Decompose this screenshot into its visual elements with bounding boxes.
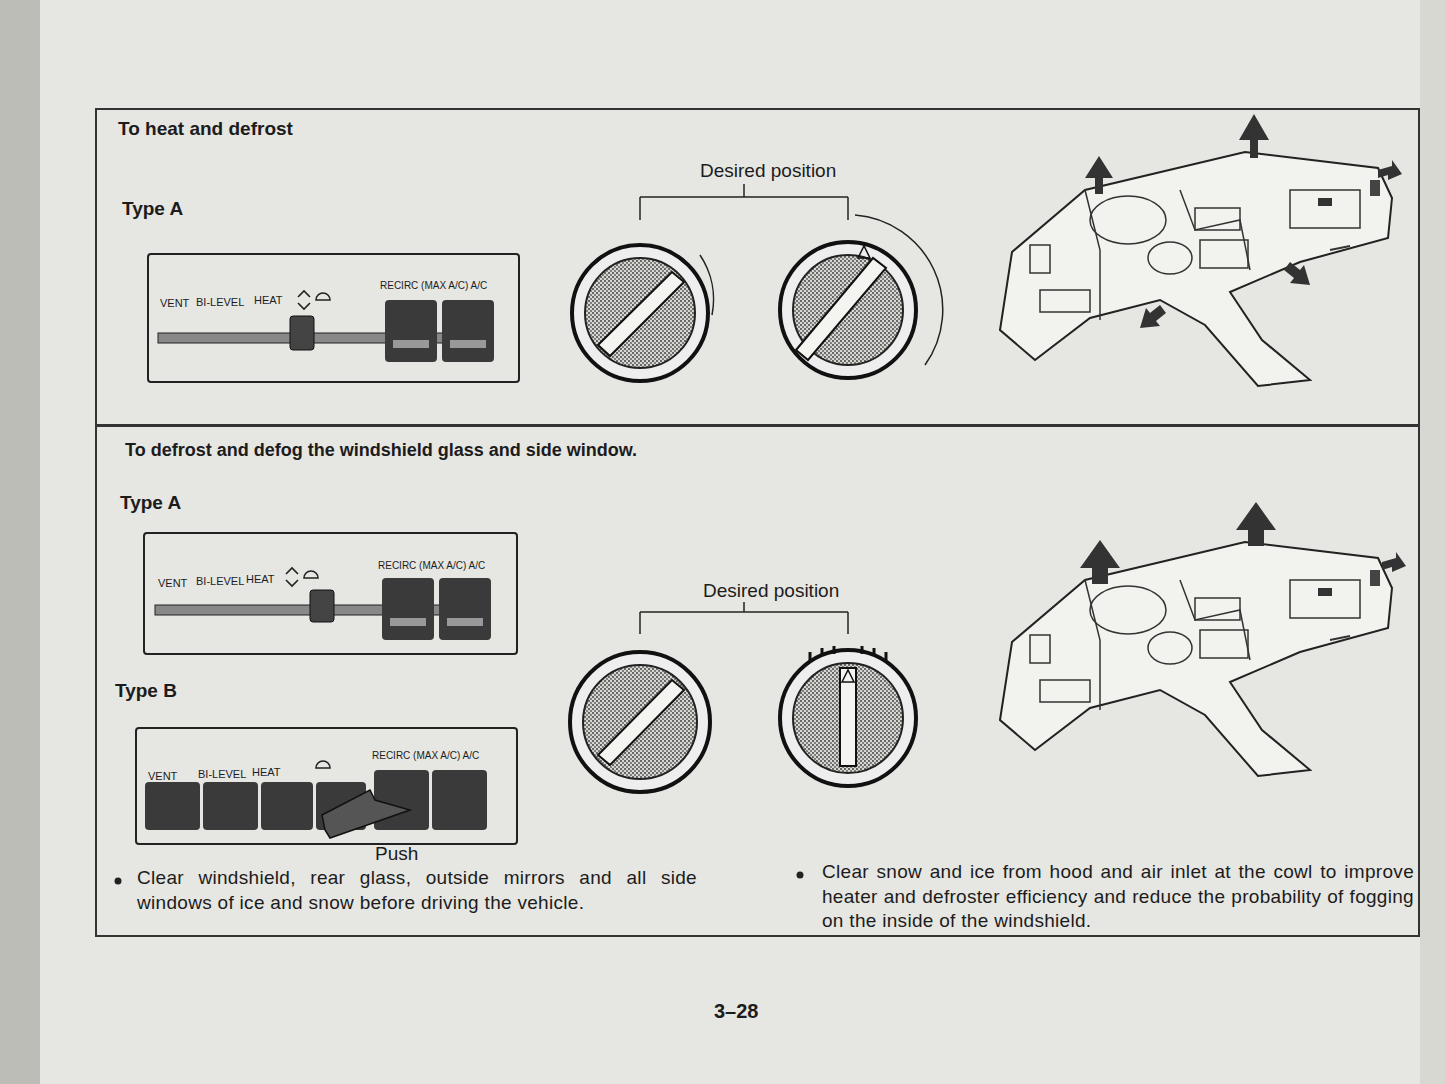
type-heading: Type B xyxy=(115,680,177,702)
section-heading: To defrost and defog the windshield glas… xyxy=(125,440,637,461)
control-panel: Type AVENTBI-LEVELHEATRECIRC (MAX A/C) A… xyxy=(147,253,520,383)
mode-label: BI-LEVEL xyxy=(198,768,246,781)
mode-label: BI-LEVEL xyxy=(196,296,244,309)
callout-label: Desired position xyxy=(703,580,839,602)
type-heading: Type A xyxy=(120,492,181,514)
button-label: RECIRC (MAX A/C) A/C xyxy=(380,280,487,292)
type-heading: Type A xyxy=(122,198,183,220)
button-label: RECIRC (MAX A/C) A/C xyxy=(378,560,485,572)
callout-label: Desired position xyxy=(700,160,836,182)
mode-label: VENT xyxy=(160,297,189,310)
section-box: To defrost and defog the windshield glas… xyxy=(95,425,1420,937)
section-heading: To heat and defrost xyxy=(118,118,293,140)
page-number: 3–28 xyxy=(714,1000,759,1023)
control-panel: Type BVENTBI-LEVELHEATRECIRC (MAX A/C) A… xyxy=(135,727,518,845)
mode-label: VENT xyxy=(148,770,177,783)
button-label: RECIRC (MAX A/C) A/C xyxy=(372,750,479,762)
mode-label: VENT xyxy=(158,577,187,590)
note-text: Clear windshield, rear glass, outside mi… xyxy=(137,866,697,915)
mode-label: BI-LEVEL xyxy=(196,575,244,588)
mode-label: HEAT xyxy=(254,294,283,307)
section-box: To heat and defrostType A VENT BI-LEVEL HEA… xyxy=(95,108,1420,426)
mode-label: HEAT xyxy=(252,766,281,779)
control-panel: Type AVENTBI-LEVELHEATRECIRC (MAX A/C) A… xyxy=(143,532,518,655)
mode-label: HEAT xyxy=(246,573,275,586)
note-text: Clear snow and ice from hood and air inl… xyxy=(822,860,1414,934)
callout-label: Push xyxy=(375,843,418,865)
